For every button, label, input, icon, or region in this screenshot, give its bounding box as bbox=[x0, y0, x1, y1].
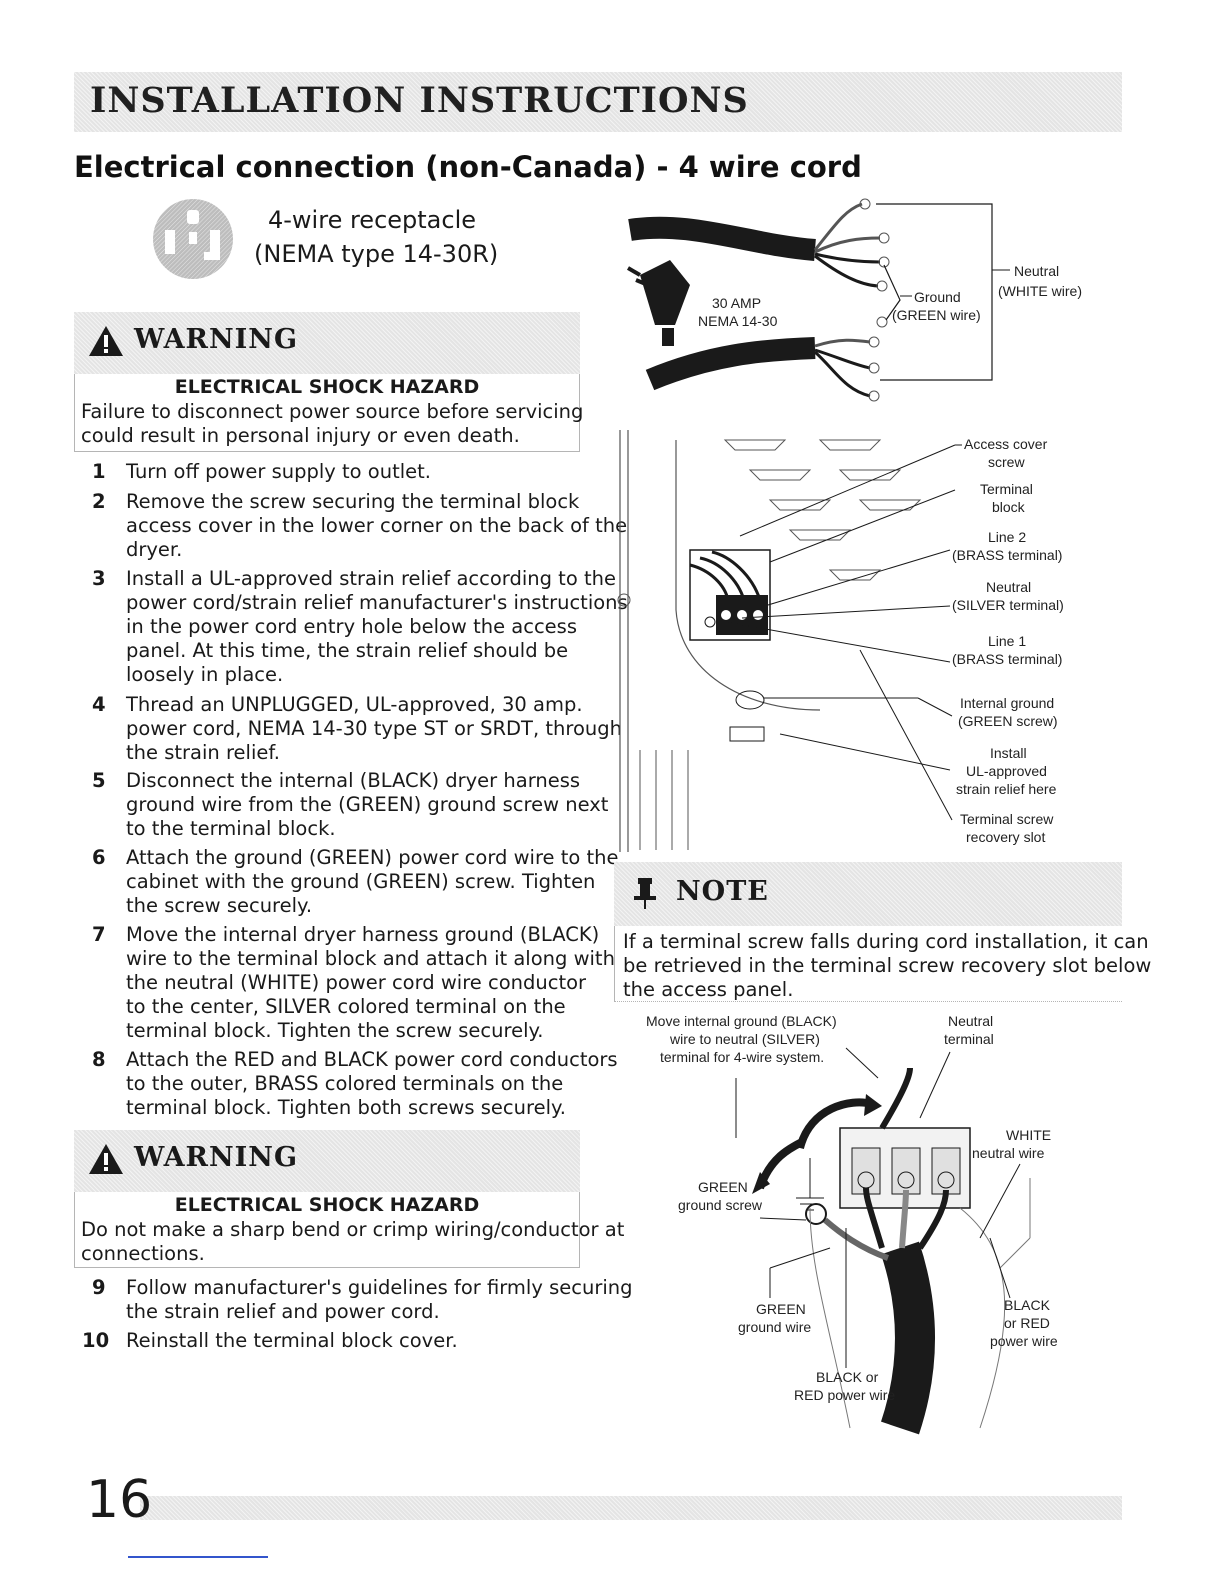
warning-body: ELECTRICAL SHOCK HAZARD Do not make a sh… bbox=[74, 1192, 624, 1268]
warning-triangle-icon bbox=[89, 1144, 123, 1174]
black-red-wire-label: power wire bbox=[990, 1333, 1058, 1349]
warning-label: WARNING bbox=[134, 1142, 299, 1173]
access-cover-screw-label: screw bbox=[988, 454, 1025, 470]
ground-wire-label: Ground bbox=[914, 289, 961, 305]
step-number: 7 bbox=[92, 923, 106, 946]
hazard-heading: ELECTRICAL SHOCK HAZARD bbox=[174, 376, 480, 398]
plug-label: NEMA 14-30 bbox=[698, 313, 778, 329]
white-wire-label: neutral wire bbox=[972, 1145, 1045, 1161]
note-banner: NOTE bbox=[614, 862, 1122, 926]
strain-relief-label: Install bbox=[990, 745, 1027, 761]
neutral-terminal-label: Neutral bbox=[948, 1013, 993, 1029]
note-text-line: the access panel. bbox=[623, 978, 794, 1001]
green-wire-label: GREEN bbox=[756, 1301, 806, 1317]
neutral-terminal-label: (SILVER terminal) bbox=[952, 597, 1064, 613]
page-header-title: INSTALLATION INSTRUCTIONS bbox=[90, 80, 749, 121]
note-label: NOTE bbox=[676, 876, 769, 907]
terminal-block-diagram: 30 AMP NEMA 14-30 Neutral (WHITE wire) G… bbox=[617, 198, 1082, 852]
access-cover-screw-label: Access cover bbox=[964, 436, 1048, 452]
nema-receptacle-icon bbox=[153, 199, 233, 279]
internal-ground-label: Internal ground bbox=[960, 695, 1054, 711]
warning-triangle-icon bbox=[89, 326, 123, 356]
neutral-terminal-label: terminal bbox=[944, 1031, 994, 1047]
line1-label: Line 1 bbox=[988, 633, 1026, 649]
step-number: 5 bbox=[92, 769, 106, 792]
recovery-slot-label: Terminal screw bbox=[960, 811, 1054, 827]
warning-text-line: connections. bbox=[81, 1242, 205, 1265]
line2-label: Line 2 bbox=[988, 529, 1026, 545]
green-screw-label: GREEN bbox=[698, 1179, 748, 1195]
page-number: 16 bbox=[86, 1470, 153, 1530]
black-red-wire-label: BLACK bbox=[1004, 1297, 1051, 1313]
plug-label: 30 AMP bbox=[712, 295, 761, 311]
black-red-wire-label: RED power wire bbox=[794, 1387, 895, 1403]
note-body: If a terminal screw falls during cord in… bbox=[614, 926, 1151, 1002]
receptacle-type: (NEMA type 14-30R) bbox=[254, 240, 499, 268]
warning-banner: WARNING bbox=[74, 1130, 580, 1192]
note-text-line: be retrieved in the terminal screw recov… bbox=[623, 954, 1152, 977]
move-ground-label: Move internal ground (BLACK) bbox=[646, 1013, 837, 1029]
step-text: Reinstall the terminal block cover. bbox=[126, 1329, 458, 1352]
step-number: 9 bbox=[92, 1276, 106, 1299]
hazard-heading: ELECTRICAL SHOCK HAZARD bbox=[174, 1194, 480, 1216]
step-number: 4 bbox=[92, 693, 106, 716]
receptacle-label: 4-wire receptacle bbox=[268, 206, 477, 234]
neutral-terminal-label: Neutral bbox=[986, 579, 1031, 595]
step-number: 10 bbox=[82, 1329, 110, 1352]
black-red-wire-label: BLACK or bbox=[816, 1369, 879, 1385]
footer-banner bbox=[140, 1496, 1122, 1520]
white-wire-label: WHITE bbox=[1006, 1127, 1051, 1143]
recovery-slot-label: recovery slot bbox=[966, 829, 1045, 845]
step-text: Install a UL-approved strain relief acco… bbox=[126, 567, 628, 686]
step-text: Disconnect the internal (BLACK) dryer ha… bbox=[126, 769, 609, 840]
line1-label: (BRASS terminal) bbox=[952, 651, 1062, 667]
step-number: 6 bbox=[92, 846, 106, 869]
neutral-wire-label: Neutral bbox=[1014, 263, 1059, 279]
header-banner: INSTALLATION INSTRUCTIONS bbox=[74, 72, 1122, 132]
step-text: Move the internal dryer harness ground (… bbox=[126, 923, 615, 1042]
section-title: Electrical connection (non-Canada) - 4 w… bbox=[74, 150, 862, 184]
step-number: 3 bbox=[92, 567, 106, 590]
warning-banner: WARNING bbox=[74, 312, 580, 374]
wire-connection-diagram: Move internal ground (BLACK) wire to neu… bbox=[646, 1013, 1058, 1435]
step-text: Follow manufacturer's guidelines for fir… bbox=[126, 1276, 633, 1323]
green-screw-label: ground screw bbox=[678, 1197, 763, 1213]
warning-text-line: Do not make a sharp bend or crimp wiring… bbox=[81, 1218, 625, 1241]
step-number: 2 bbox=[92, 490, 106, 513]
step-number: 1 bbox=[92, 460, 106, 483]
terminal-block-label: block bbox=[992, 499, 1026, 515]
step-text: Thread an UNPLUGGED, UL-approved, 30 amp… bbox=[126, 693, 622, 764]
step-text: Attach the RED and BLACK power cord cond… bbox=[126, 1048, 618, 1119]
warning-text-line: could result in personal injury or even … bbox=[81, 424, 520, 447]
green-wire-label: ground wire bbox=[738, 1319, 811, 1335]
note-text-line: If a terminal screw falls during cord in… bbox=[623, 930, 1149, 953]
move-ground-label: terminal for 4-wire system. bbox=[660, 1049, 824, 1065]
step-text: Turn off power supply to outlet. bbox=[126, 460, 431, 483]
step-number: 8 bbox=[92, 1048, 106, 1071]
strain-relief-label: strain relief here bbox=[956, 781, 1057, 797]
black-red-wire-label: or RED bbox=[1004, 1315, 1050, 1331]
step-text: Attach the ground (GREEN) power cord wir… bbox=[126, 846, 619, 917]
step-text: Remove the screw securing the terminal b… bbox=[126, 490, 628, 561]
line2-label: (BRASS terminal) bbox=[952, 547, 1062, 563]
neutral-wire-label: (WHITE wire) bbox=[998, 283, 1082, 299]
move-ground-label: wire to neutral (SILVER) bbox=[669, 1031, 820, 1047]
warning-body: ELECTRICAL SHOCK HAZARD Failure to disco… bbox=[74, 374, 584, 452]
strain-relief-label: UL-approved bbox=[966, 763, 1047, 779]
terminal-block-label: Terminal bbox=[980, 481, 1033, 497]
warning-label: WARNING bbox=[134, 324, 299, 355]
warning-text-line: Failure to disconnect power source befor… bbox=[81, 400, 584, 423]
pushpin-icon bbox=[634, 878, 656, 909]
internal-ground-label: (GREEN screw) bbox=[958, 713, 1058, 729]
ground-wire-label: (GREEN wire) bbox=[892, 307, 981, 323]
footer-rule bbox=[128, 1556, 268, 1558]
